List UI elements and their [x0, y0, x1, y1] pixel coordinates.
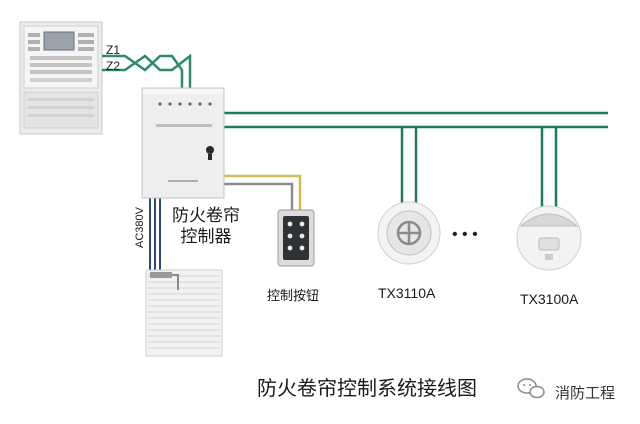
detector-bus [224, 111, 608, 210]
detector-model-label-2: TX3100A [520, 291, 579, 307]
control-button-box [277, 209, 315, 267]
detector-tx3100a [516, 205, 582, 271]
zone-label-z2: Z2 [106, 59, 121, 73]
fire-shutter-controller [141, 87, 225, 199]
rolling-shutter [145, 269, 223, 357]
button-box-label: 控制按钮 [267, 288, 320, 303]
button-box-wires [224, 174, 302, 210]
power-wires [149, 198, 161, 272]
controller-label-line2: 控制器 [180, 227, 232, 246]
fire-alarm-control-panel [19, 21, 103, 135]
power-label: AC380V [134, 207, 146, 248]
controller-label: 防火卷帘 控制器 [172, 205, 240, 247]
zone-label-z1: Z1 [106, 43, 121, 57]
controller-label-line1: 防火卷帘 [172, 206, 240, 225]
diagram-title: 防火卷帘控制系统接线图 [257, 378, 477, 400]
detector-tx3110a [377, 201, 441, 265]
ellipsis: • • • [452, 226, 478, 243]
detector-model-label-1: TX3110A [378, 285, 436, 301]
watermark-text: 消防工程 [555, 385, 616, 402]
zone-lines [102, 53, 192, 88]
wechat-watermark-icon [517, 378, 545, 399]
